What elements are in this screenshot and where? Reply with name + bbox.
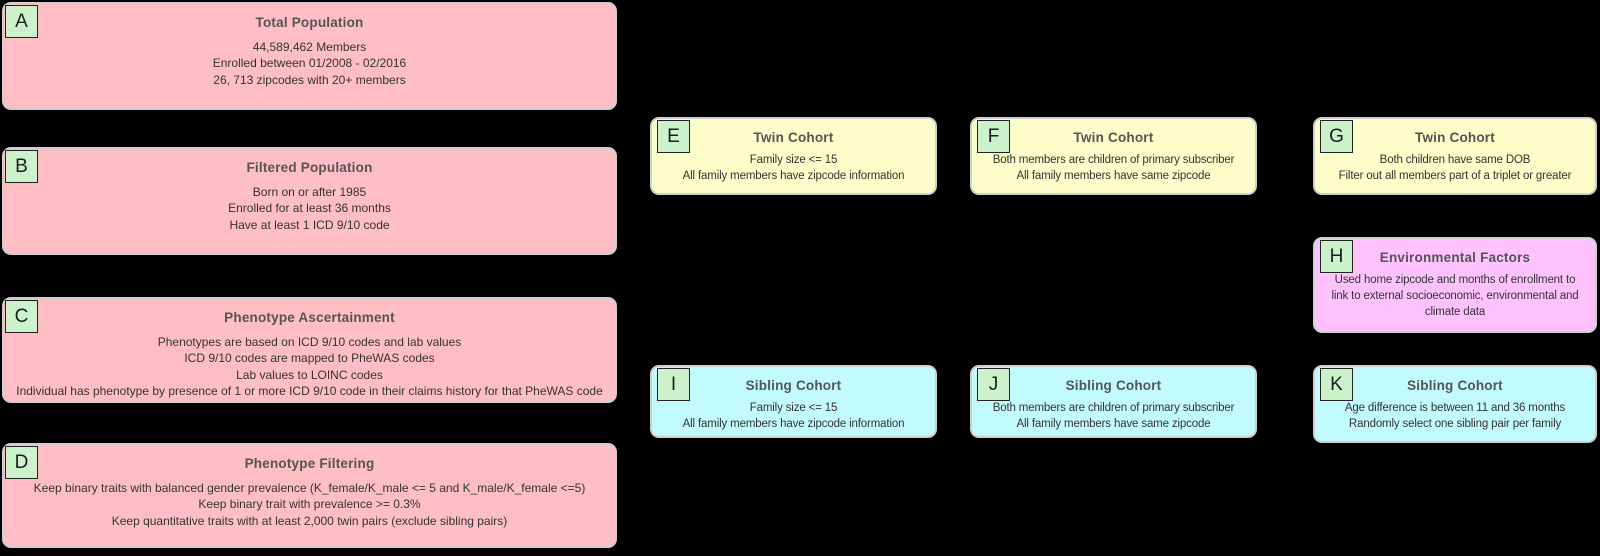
node-letter-badge: A <box>5 5 38 38</box>
node-text-line: Family size <= 15 <box>749 402 838 414</box>
node-body: Used home zipcode and months of enrollme… <box>1315 273 1595 320</box>
node-text-line: Phenotypes are based on ICD 9/10 codes a… <box>157 335 462 349</box>
node-text-line: Enrolled for at least 36 months <box>228 201 391 216</box>
node-letter: B <box>15 155 28 177</box>
node-text-line: Have at least 1 ICD 9/10 code <box>229 217 390 232</box>
node-text-line: Both members are children of primary sub… <box>992 402 1235 414</box>
node-letter-badge: D <box>5 446 38 479</box>
node-letter: I <box>670 373 677 395</box>
node-letter: G <box>1329 125 1344 147</box>
node-letter-badge: I <box>657 368 690 401</box>
node-letter: J <box>988 373 999 395</box>
node-letter: K <box>1330 373 1343 395</box>
node-title: Environmental Factors <box>1379 250 1531 265</box>
node-title: Twin Cohort <box>753 130 834 145</box>
node-body: Born on or after 1985 Enrolled for at le… <box>4 184 615 233</box>
node-title: Total Population <box>255 15 364 30</box>
node-d-phenotype-filtering: D Phenotype Filtering Keep binary traits… <box>2 443 617 548</box>
node-text-line: Filter out all members part of a triplet… <box>1338 169 1572 182</box>
node-letter: D <box>14 451 29 473</box>
node-text-line: All family members have same zipcode <box>1016 417 1211 430</box>
node-letter: E <box>667 125 680 147</box>
node-body: Phenotypes are based on ICD 9/10 codes a… <box>4 334 615 400</box>
node-body: 44,589,462 Members Enrolled between 01/2… <box>4 39 615 88</box>
node-a-total-population: A Total Population 44,589,462 Members En… <box>2 2 617 110</box>
node-title: Twin Cohort <box>1073 130 1154 145</box>
node-text-line: Family size <= 15 <box>749 154 838 166</box>
node-letter-badge: E <box>657 120 690 153</box>
node-text-line: Born on or after 1985 <box>252 185 367 199</box>
node-text-line: 26, 713 zipcodes with 20+ members <box>213 72 406 87</box>
node-title: Twin Cohort <box>1415 130 1495 145</box>
node-letter-badge: K <box>1320 368 1353 401</box>
node-body: Family size <= 15 All family members hav… <box>652 153 935 185</box>
node-g-twin-cohort: G Twin Cohort Both children have same DO… <box>1313 117 1597 195</box>
node-body: Both children have same DOB Filter out a… <box>1315 153 1595 185</box>
node-letter: A <box>15 10 28 32</box>
node-body: Age difference is between 11 and 36 mont… <box>1315 401 1595 433</box>
node-text-line: All family members have same zipcode <box>1016 169 1211 182</box>
node-letter: H <box>1329 245 1344 267</box>
node-letter-badge: G <box>1320 120 1353 153</box>
node-text-line: Lab values to LOINC codes <box>236 367 383 382</box>
node-h-environmental-factors: H Environmental Factors Used home zipcod… <box>1313 237 1597 333</box>
node-text-line: 44,589,462 Members <box>252 40 367 54</box>
node-e-twin-cohort: E Twin Cohort Family size <= 15 All fami… <box>650 117 937 195</box>
node-i-sibling-cohort: I Sibling Cohort Family size <= 15 All f… <box>650 365 937 438</box>
node-text-line: Randomly select one sibling pair per fam… <box>1348 417 1562 430</box>
node-text-line: All family members have zipcode informat… <box>682 417 905 430</box>
node-text-line: Keep binary trait with prevalence >= 0.3… <box>198 497 421 512</box>
node-f-twin-cohort: F Twin Cohort Both members are children … <box>970 117 1257 195</box>
node-letter-badge: B <box>5 150 38 183</box>
node-body: Family size <= 15 All family members hav… <box>652 401 935 433</box>
node-b-filtered-population: B Filtered Population Born on or after 1… <box>2 147 617 255</box>
node-text-line: Used home zipcode and months of enrollme… <box>1331 274 1579 318</box>
node-k-sibling-cohort: K Sibling Cohort Age difference is betwe… <box>1313 365 1597 443</box>
node-j-sibling-cohort: J Sibling Cohort Both members are childr… <box>970 365 1257 438</box>
node-text-line: Both members are children of primary sub… <box>992 154 1235 166</box>
node-letter: F <box>987 125 1000 147</box>
node-c-phenotype-ascertainment: C Phenotype Ascertainment Phenotypes are… <box>2 297 617 403</box>
node-body: Both members are children of primary sub… <box>972 401 1255 433</box>
node-letter-badge: J <box>977 368 1010 401</box>
node-text-line: All family members have zipcode informat… <box>682 169 905 182</box>
node-title: Sibling Cohort <box>1407 378 1503 393</box>
node-title: Filtered Population <box>246 160 373 175</box>
node-body: Keep binary traits with balanced gender … <box>4 480 615 529</box>
node-letter-badge: H <box>1320 240 1353 273</box>
node-text-line: Keep binary traits with balanced gender … <box>33 481 586 495</box>
node-text-line: Individual has phenotype by presence of … <box>16 384 603 399</box>
node-text-line: Enrolled between 01/2008 - 02/2016 <box>212 56 407 71</box>
node-text-line: Age difference is between 11 and 36 mont… <box>1344 402 1566 414</box>
node-letter-badge: F <box>977 120 1010 153</box>
node-body: Both members are children of primary sub… <box>972 153 1255 185</box>
node-title: Sibling Cohort <box>1065 378 1162 393</box>
node-text-line: Keep quantitative traits with at least 2… <box>111 513 508 528</box>
node-title: Phenotype Filtering <box>244 456 375 471</box>
node-title: Sibling Cohort <box>745 378 842 393</box>
node-letter: C <box>14 305 29 327</box>
node-text-line: ICD 9/10 codes are mapped to PheWAS code… <box>184 351 435 366</box>
node-title: Phenotype Ascertainment <box>224 310 395 325</box>
node-letter-badge: C <box>5 300 38 333</box>
node-text-line: Both children have same DOB <box>1379 154 1531 166</box>
